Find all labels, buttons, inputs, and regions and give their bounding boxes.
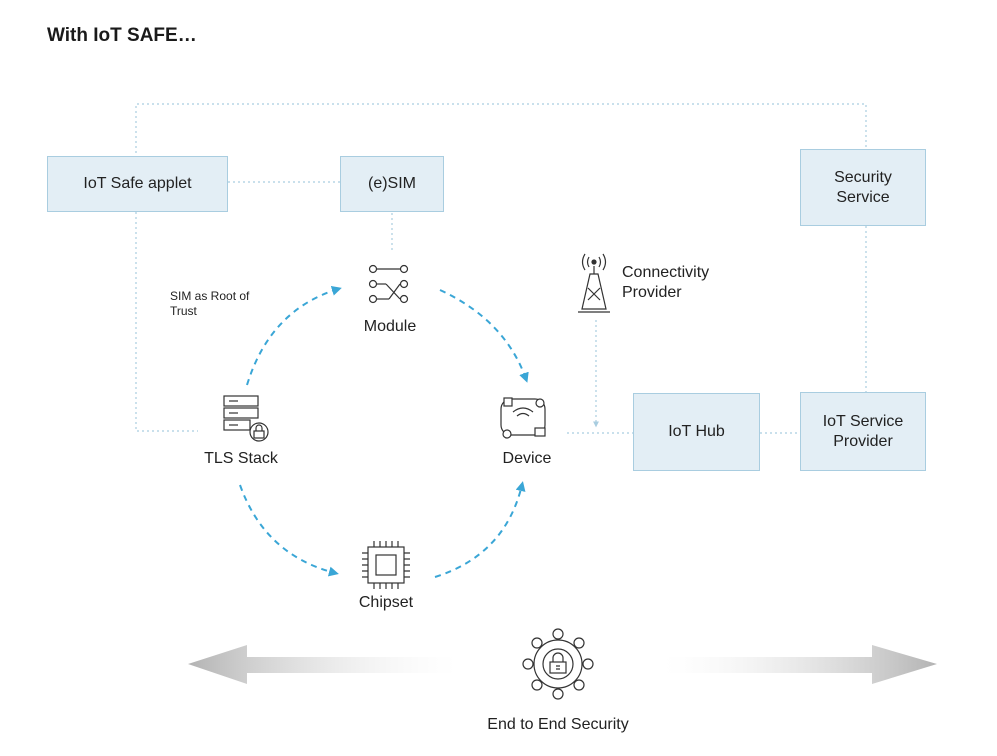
iot-hub-box: IoT Hub <box>633 393 760 471</box>
tls-stack-icon <box>223 395 269 442</box>
end-to-end-security-label: End to End Security <box>487 716 629 733</box>
arrow-tls-to-module <box>246 285 342 386</box>
arrow-tls-to-chipset <box>239 484 339 577</box>
chipset-icon <box>362 541 410 589</box>
iot-safe-applet-label: IoT Safe applet <box>83 175 192 192</box>
connectivity-provider-label: Connectivity Provider <box>622 264 710 301</box>
iot-hub-label: IoT Hub <box>668 423 725 440</box>
esim-label: (e)SIM <box>368 175 416 192</box>
module-label: Module <box>363 318 417 335</box>
left-gray-arrow <box>188 645 458 684</box>
device-icon <box>500 397 546 439</box>
right-gray-arrow <box>663 645 937 684</box>
security-service-box: Security Service <box>800 149 926 226</box>
security-service-label: Security Service <box>834 168 892 206</box>
tower-icon <box>578 253 610 313</box>
applet-tls-connector <box>135 212 198 432</box>
iot-safe-applet-box: IoT Safe applet <box>47 156 228 212</box>
end-to-end-arrows <box>188 645 937 684</box>
cycle-arrows <box>239 285 529 578</box>
diagram-title: With IoT SAFE… <box>47 25 197 46</box>
sim-root-of-trust-label: SIM as Root of Trust <box>170 289 250 318</box>
top-loop-connector <box>135 103 867 158</box>
module-icon <box>368 264 409 304</box>
tls-stack-label: TLS Stack <box>204 450 278 467</box>
chipset-label: Chipset <box>358 594 414 611</box>
esim-box: (e)SIM <box>340 156 444 212</box>
connector-lines <box>135 103 867 434</box>
security-network-icon <box>522 628 594 700</box>
device-label: Device <box>502 450 552 467</box>
arrow-module-to-device <box>439 289 529 383</box>
arrow-chipset-to-device <box>434 481 526 578</box>
iot-service-provider-label: IoT Service Provider <box>822 412 904 450</box>
iot-service-provider-box: IoT Service Provider <box>800 392 926 471</box>
